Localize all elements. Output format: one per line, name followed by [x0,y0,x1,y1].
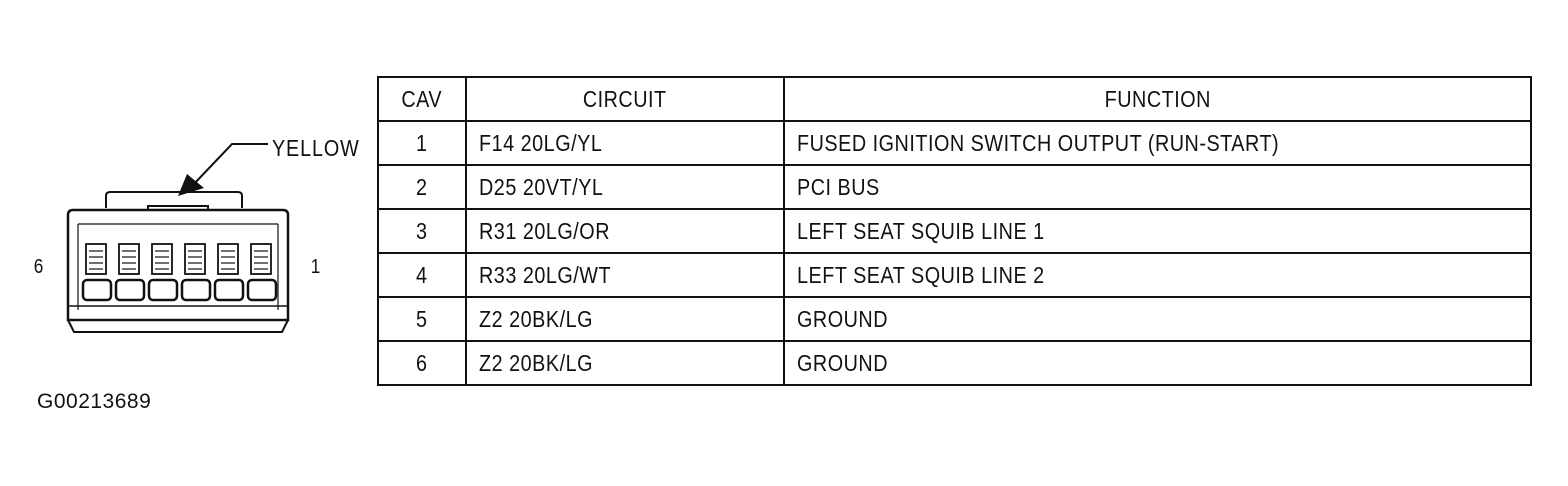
cell-cav: 4 [377,252,467,298]
cell-function: GROUND [783,296,1532,342]
connector-face-drawing [66,143,290,333]
header-cav: CAV [377,76,467,122]
cavity-5 [114,243,146,302]
cell-function: LEFT SEAT SQUIB LINE 1 [783,208,1532,254]
cell-cav: 3 [377,208,467,254]
cell-cav: 1 [377,120,467,166]
table-row: 4 R33 20LG/WT LEFT SEAT SQUIB LINE 2 [377,252,1532,298]
cell-circuit: D25 20VT/YL [465,164,785,210]
figure-id: G00213689 [37,390,152,413]
cavity-2 [213,243,245,302]
cavity-seal [147,278,179,302]
cell-function: LEFT SEAT SQUIB LINE 2 [783,252,1532,298]
cell-circuit: F14 20LG/YL [465,120,785,166]
cavity-seal [180,278,212,302]
cavity-seal [81,278,113,302]
header-circuit: CIRCUIT [465,76,785,122]
table-header-row: CAV CIRCUIT FUNCTION [377,76,1532,122]
table-row: 1 F14 20LG/YL FUSED IGNITION SWITCH OUTP… [377,120,1532,166]
cavity-row [81,243,278,302]
table-row: 2 D25 20VT/YL PCI BUS [377,164,1532,210]
cell-function: FUSED IGNITION SWITCH OUTPUT (RUN-START) [783,120,1532,166]
cavity-seal [114,278,146,302]
table-row: 5 Z2 20BK/LG GROUND [377,296,1532,342]
pin-number-left: 6 [33,256,44,278]
cell-cav: 2 [377,164,467,210]
table-row: 6 Z2 20BK/LG GROUND [377,340,1532,386]
connector-diagram: YELLOW 6 1 [20,120,370,350]
cell-circuit: Z2 20BK/LG [465,296,785,342]
cavity-6 [81,243,113,302]
table-row: 3 R31 20LG/OR LEFT SEAT SQUIB LINE 1 [377,208,1532,254]
cell-circuit: R33 20LG/WT [465,252,785,298]
header-function: FUNCTION [783,76,1532,122]
cell-circuit: R31 20LG/OR [465,208,785,254]
pin-number-right: 1 [310,256,321,278]
pinout-table: CAV CIRCUIT FUNCTION 1 F14 20LG/YL FUSED… [377,76,1532,386]
callout-arrowhead [178,174,204,196]
cell-function: GROUND [783,340,1532,386]
cell-circuit: Z2 20BK/LG [465,340,785,386]
cell-function: PCI BUS [783,164,1532,210]
connector-latch [105,191,243,208]
cavity-1 [246,243,278,302]
cavity-seal [246,278,278,302]
cavity-seal [213,278,245,302]
connector-color-label: YELLOW [272,135,360,161]
cavity-3 [180,243,212,302]
callout-leader-line [191,143,268,187]
connector-skirt [67,319,289,333]
cavity-4 [147,243,179,302]
cell-cav: 5 [377,296,467,342]
cell-cav: 6 [377,340,467,386]
